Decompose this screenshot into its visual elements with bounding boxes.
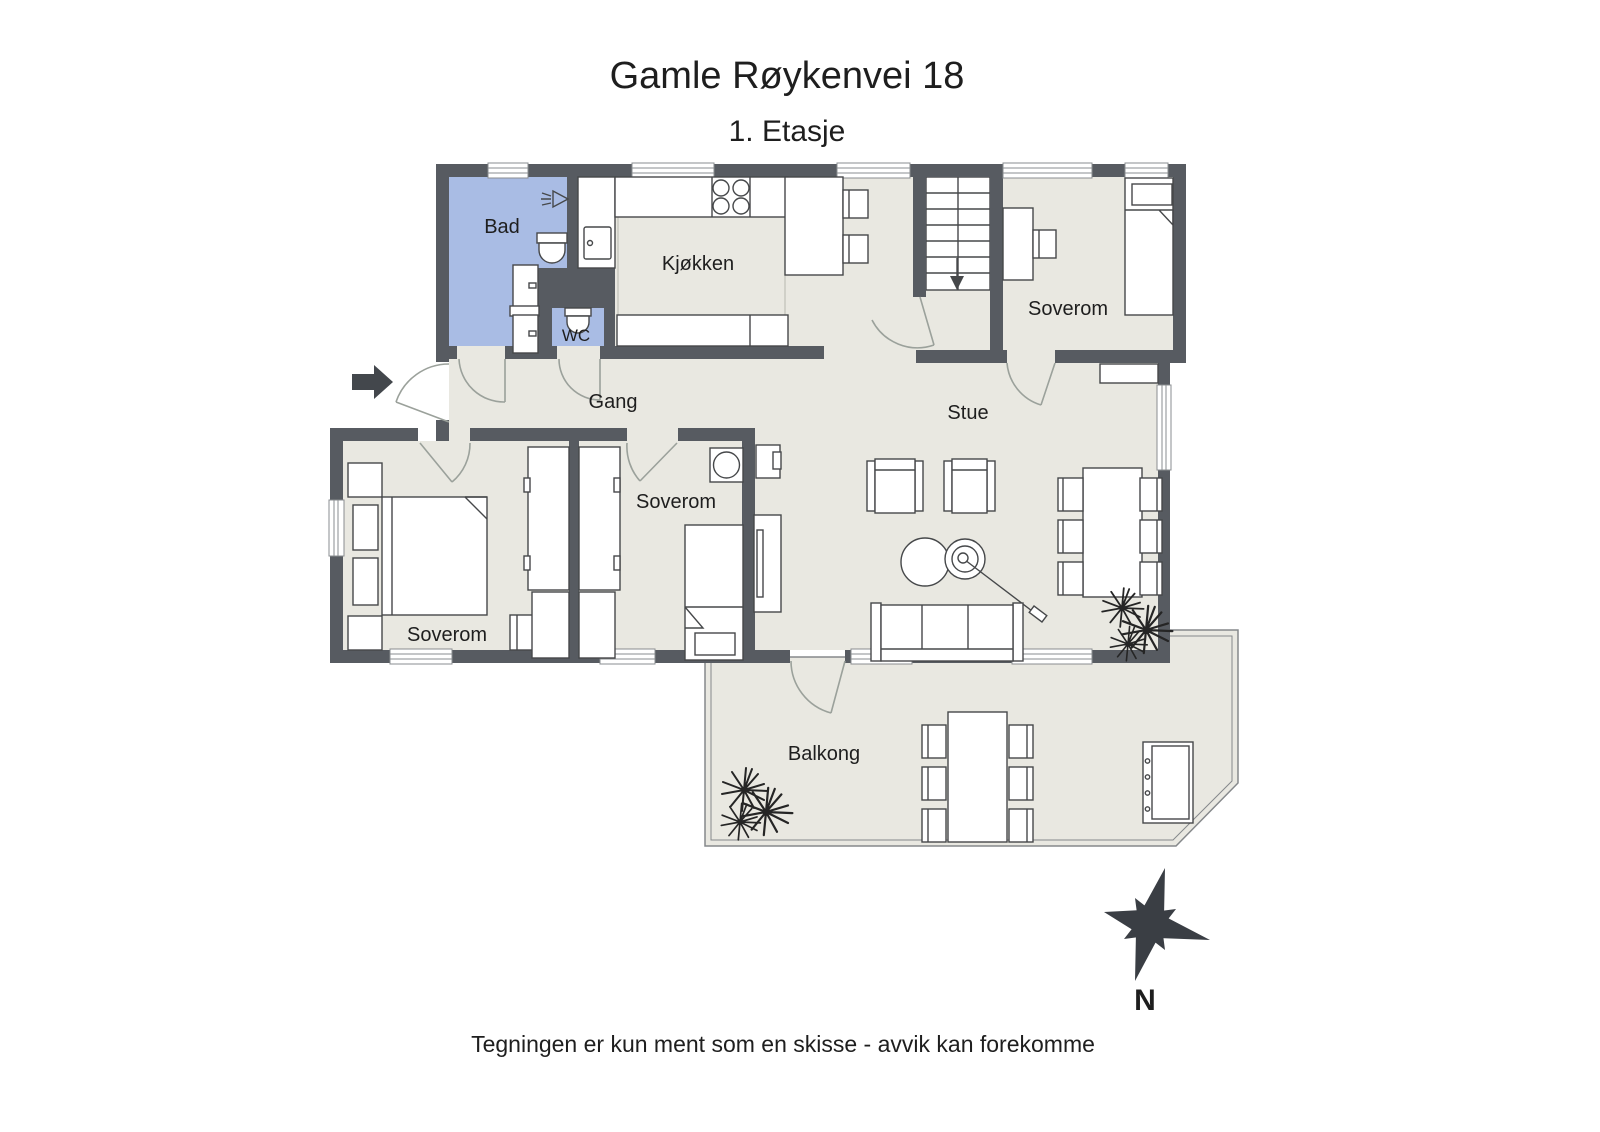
sofa xyxy=(870,602,1024,662)
room-label-balkong: Balkong xyxy=(788,743,860,765)
dining-chair xyxy=(1139,519,1163,554)
compass-rose-icon: N xyxy=(1104,868,1210,1017)
dining-chair xyxy=(1139,561,1163,596)
bedroom-ne-door xyxy=(1006,362,1056,406)
window xyxy=(631,162,715,179)
entry-door xyxy=(395,363,450,423)
dining-chair xyxy=(1139,477,1163,512)
compass-north-label: N xyxy=(1134,984,1156,1017)
floor-subtitle: 1. Etasje xyxy=(729,115,846,148)
window xyxy=(1124,162,1169,179)
room-label-stue: Stue xyxy=(947,402,988,424)
walls xyxy=(330,164,1186,663)
nightstand xyxy=(347,615,383,651)
window xyxy=(328,499,345,557)
staircase xyxy=(925,176,991,291)
bar-stool xyxy=(842,234,869,264)
coffee-table xyxy=(900,537,950,587)
window xyxy=(487,162,529,179)
dresser xyxy=(578,591,616,659)
window xyxy=(1156,384,1172,471)
kitchen-walkway xyxy=(617,216,786,316)
entry-arrow-icon xyxy=(352,365,393,399)
bar-stool xyxy=(842,189,869,219)
dresser xyxy=(531,591,570,659)
window xyxy=(836,162,911,179)
room-labels: Bad WC Kjøkken Soverom Gang Stue Soverom… xyxy=(407,216,1108,765)
single-bed xyxy=(684,524,744,661)
stairs-down-arrow xyxy=(950,258,964,290)
balcony-table xyxy=(947,711,1008,843)
bedroom-sw-furniture xyxy=(347,446,570,659)
vanity-cabinet xyxy=(509,264,540,354)
balcony-chair xyxy=(921,724,947,759)
bathroom-fixtures xyxy=(509,189,592,354)
wardrobe xyxy=(523,446,570,591)
stool xyxy=(509,614,535,651)
balcony-chair xyxy=(1008,766,1034,801)
nightstand xyxy=(347,462,383,498)
bedroom-sw-door xyxy=(419,442,471,483)
kitchen-fixtures xyxy=(577,176,869,347)
sideboard xyxy=(1099,363,1159,384)
kitchen-counter-sink xyxy=(577,176,616,269)
stove-burners xyxy=(712,179,750,215)
dining-table xyxy=(1082,467,1143,598)
balcony-furniture xyxy=(921,711,1194,843)
doors xyxy=(395,296,1056,714)
bad-door xyxy=(458,358,506,403)
shower-icon xyxy=(541,189,570,209)
wc-toilet xyxy=(564,307,592,334)
balcony-chair xyxy=(1008,724,1034,759)
toilet xyxy=(536,232,568,264)
room-label-soverom-sw: Soverom xyxy=(407,624,487,646)
room-label-soverom-ne: Soverom xyxy=(1028,298,1108,320)
double-bed xyxy=(352,496,488,616)
bedroom-s-furniture xyxy=(578,446,744,661)
balcony-chair xyxy=(921,766,947,801)
window xyxy=(389,648,453,665)
window xyxy=(1002,162,1093,179)
dining-chair xyxy=(1057,561,1084,596)
wc-door xyxy=(558,358,601,401)
window xyxy=(1011,648,1093,665)
stair-hall-door xyxy=(871,296,935,349)
tv-bench xyxy=(753,514,782,613)
dining-chair xyxy=(1057,519,1084,554)
desk xyxy=(1002,207,1034,281)
kitchen-island xyxy=(784,176,844,276)
washbasin-cabinet xyxy=(709,447,744,483)
kitchen-counter-top xyxy=(614,176,789,218)
bedroom-ne-furniture xyxy=(1002,177,1174,316)
bedroom-s-door xyxy=(626,442,678,482)
balcony-chair xyxy=(1008,808,1034,843)
room-label-soverom-s: Soverom xyxy=(636,491,716,513)
dining-chair xyxy=(1057,477,1084,512)
room-label-wc: WC xyxy=(562,326,590,345)
bed xyxy=(1124,177,1174,316)
disclaimer-text: Tegningen er kun ment som en skisse - av… xyxy=(471,1031,1095,1057)
page-title: Gamle Røykenvei 18 xyxy=(610,55,965,97)
desk-chair xyxy=(1032,229,1057,259)
room-label-bad: Bad xyxy=(484,216,520,238)
balcony-chair xyxy=(921,808,947,843)
room-label-gang: Gang xyxy=(589,391,638,413)
wardrobe xyxy=(578,446,621,591)
wall-cabinet xyxy=(755,444,782,479)
grill xyxy=(1142,741,1194,824)
living-room-furniture xyxy=(753,444,1163,662)
balcony-railing-inner-line xyxy=(710,635,1233,841)
kitchen-counter-bottom xyxy=(616,314,789,347)
floor-lamp xyxy=(957,552,1048,623)
armchair xyxy=(866,458,924,514)
balcony-door xyxy=(790,660,846,714)
room-label-kjokken: Kjøkken xyxy=(662,253,734,275)
armchair xyxy=(943,458,996,514)
